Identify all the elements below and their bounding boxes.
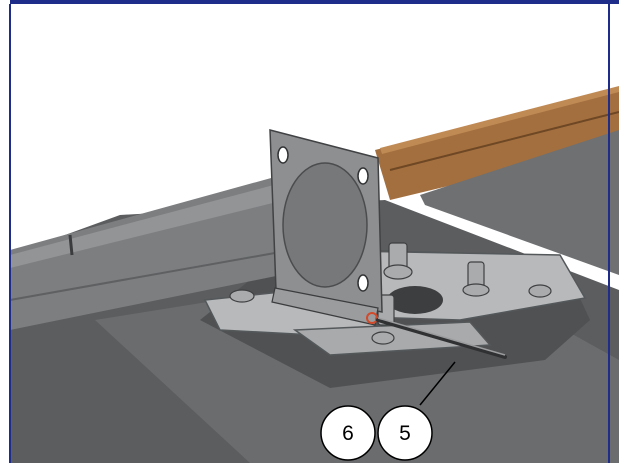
callout-5-label: 5: [399, 422, 411, 445]
callout-leader-5: [419, 361, 456, 406]
flange-hole-top-right: [357, 167, 369, 185]
tube-highlight: [10, 178, 305, 268]
tube-body: [10, 170, 330, 330]
hinge-knuckle: [271, 287, 379, 326]
bolt-group: [229, 242, 552, 345]
flange-hole-bottom-right: [357, 274, 369, 292]
tube-pin-hole: [68, 234, 74, 256]
tube-shadow-line: [9, 244, 321, 301]
flange-hole-top-left: [277, 146, 289, 164]
callout-6-circle: [320, 405, 376, 461]
callout-6-label: 6: [342, 422, 354, 445]
callout-5-circle: [377, 405, 433, 461]
hinge-pin-rod-highlight: [377, 317, 506, 356]
wood-plank: [375, 88, 619, 200]
plate-hole: [387, 286, 443, 314]
side-panel: [420, 130, 619, 275]
wood-plank-edge: [380, 86, 619, 154]
frame-left-margin: [0, 0, 10, 463]
flange-boss: [282, 162, 368, 288]
hinge-pin-rod: [376, 318, 507, 359]
wood-grain-line: [389, 111, 619, 171]
frame-top-border: [0, 0, 619, 4]
hinge-pin-highlight: [366, 312, 378, 324]
